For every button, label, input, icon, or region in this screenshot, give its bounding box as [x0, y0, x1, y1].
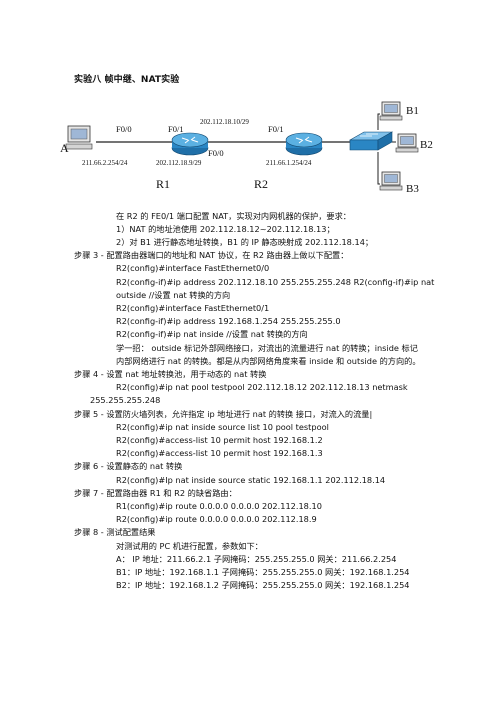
code-line: R2(config)#interface FastEthernet0/0: [116, 263, 270, 273]
computer-a-icon: [65, 125, 93, 150]
link-switch-b1: [377, 113, 380, 130]
text-line: 在 R2 的 FE0/1 端口配置 NAT，实现对内网机器的保护，要求：: [116, 211, 351, 221]
label-r2: R2: [254, 177, 268, 191]
step-heading: 步骤 6 - 设置静态的 nat 转换: [74, 461, 183, 471]
label-ip-r2-wan: 202.112.18.10/29: [200, 118, 249, 126]
step-heading: 步骤 7 - 配置路由器 R1 和 R2 的缺省路由：: [74, 488, 237, 498]
text-line: 对测试用的 PC 机进行配置，参数如下：: [116, 541, 263, 551]
code-line: R2(config)#ip route 0.0.0.0 0.0.0.0 202.…: [116, 514, 317, 524]
code-line: R2(config)#access-list 10 permit host 19…: [116, 448, 323, 458]
label-r2-f01: F0/1: [268, 124, 284, 134]
code-line: R2(config-if)#ip address 202.112.18.10 2…: [116, 277, 435, 287]
link-switch-b3: [377, 152, 380, 185]
router-r1-icon: [171, 132, 209, 156]
page-title: 实验八 帧中继、NAT实验: [74, 75, 180, 85]
code-line: R2(config-if)#ip nat inside //设置 nat 转换的…: [116, 329, 308, 339]
label-b3: B3: [406, 183, 419, 195]
text-line: 2）对 B1 进行静态地址转换，B1 的 IP 静态映射成 202.112.18…: [116, 237, 374, 247]
computer-b2-icon: [395, 133, 419, 153]
tip-line: 学一招： outside 标记外部网络接口，对流出的流量进行 nat 的转换；i…: [116, 343, 418, 353]
code-line: R2(config)#ip nat inside source list 10 …: [116, 422, 329, 432]
step-heading: 步骤 3 - 配置路由器端口的地址和 NAT 协议，在 R2 路由器上做以下配置…: [74, 250, 349, 260]
code-line: R2(config)#Ip nat inside source static 1…: [116, 475, 386, 485]
code-line: R2(config)#interface FastEthernet0/1: [116, 303, 270, 313]
code-line: R2(config-if)#ip address 192.168.1.254 2…: [116, 316, 341, 326]
text-line: A： IP 地址：211.66.2.1 子网掩码：255.255.255.0 网…: [116, 554, 397, 564]
label-a: A: [60, 141, 69, 155]
label-r2-f00: F0/0: [208, 148, 224, 158]
label-ip-r2-lan: 211.66.1.254/24: [266, 159, 312, 167]
computer-b1-icon: [379, 101, 403, 121]
label-b2: B2: [420, 139, 433, 151]
code-line: R2(config)#access-list 10 permit host 19…: [116, 435, 323, 445]
label-r1-f00: F0/0: [116, 124, 132, 134]
code-line: 255.255.255.248: [90, 395, 161, 405]
label-r1-f01: F0/1: [168, 124, 184, 134]
text-line: B1：IP 地址：192.168.1.1 子网掩码：255.255.255.0 …: [116, 567, 410, 577]
label-ip-r1-wan: 202.112.18.9/29: [156, 159, 202, 167]
router-r2-icon: [285, 132, 323, 156]
code-line: R2(config)#ip nat pool testpool 202.112.…: [116, 382, 408, 392]
tip-line: 内部网络进行 nat 的转换。都是从内部网络角度来看 inside 和 outs…: [116, 356, 421, 366]
label-r1: R1: [156, 177, 170, 191]
step-heading: 步骤 8 - 测试配置结果: [74, 527, 156, 537]
network-topology-diagram: A: [60, 101, 433, 195]
computer-b3-icon: [379, 171, 403, 191]
label-ip-a-side: 211.66.2.254/24: [82, 159, 128, 167]
text-line: B2：IP 地址：192.168.1.2 子网掩码：255.255.255.0 …: [116, 580, 410, 590]
step-heading: 步骤 4 - 设置 nat 地址转换池，用于动态的 nat 转换: [74, 369, 267, 379]
step-heading: 步骤 5 - 设置防火墙列表，允许指定 ip 地址进行 nat 的转换 接口，对…: [74, 409, 373, 419]
label-b1: B1: [406, 105, 419, 117]
code-line: R1(config)#ip route 0.0.0.0 0.0.0.0 202.…: [116, 501, 322, 511]
code-line: outside //设置 nat 转换的方向: [116, 290, 231, 300]
text-line: 1）NAT 的地址池使用 202.112.18.12~202.112.18.13…: [116, 224, 335, 234]
switch-icon: [348, 131, 394, 151]
